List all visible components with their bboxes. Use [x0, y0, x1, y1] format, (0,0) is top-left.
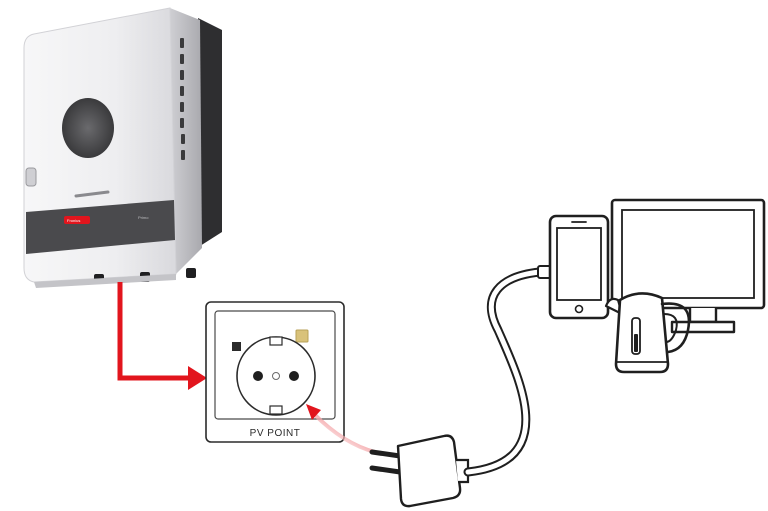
- charger-plug: [369, 434, 470, 508]
- socket-status-indicator-right: [295, 329, 309, 343]
- socket-ground-clip-bottom: [269, 405, 283, 415]
- smartphone-icon: [548, 214, 610, 320]
- inverter-model-text: Primo: [138, 215, 149, 220]
- inverter-fan-grille: [62, 98, 114, 158]
- charger-body: [396, 434, 462, 508]
- arrow-head-icon: [188, 366, 207, 390]
- plug-prong-bottom: [369, 465, 403, 475]
- inverter-brand-text: Fronius: [67, 218, 80, 223]
- socket-ground-clip-top: [269, 336, 283, 346]
- socket-label: PV POINT: [250, 428, 301, 439]
- socket-pin-hole-left: [253, 371, 263, 381]
- inverter-base-rim: [34, 274, 176, 288]
- plug-to-socket-arrow: [306, 404, 377, 454]
- inverter-to-socket-arrow: [117, 282, 207, 390]
- inverter: Fronius Primo: [23, 7, 222, 288]
- plug-arrow-head-icon: [306, 404, 321, 420]
- inverter-dc-switch: [25, 167, 37, 187]
- inverter-mounting-bracket: [198, 18, 222, 246]
- kettle-icon: [604, 292, 691, 374]
- plug-prong-top: [369, 449, 403, 459]
- inverter-vent-slots: [180, 38, 185, 160]
- monitor-icon: [610, 198, 766, 334]
- socket-pin-hole-right: [289, 371, 299, 381]
- inverter-side-panel: [170, 8, 202, 274]
- socket-center-screw: [272, 372, 280, 380]
- consumer-devices: [548, 198, 766, 374]
- inverter-cover-latch: [74, 190, 110, 198]
- inverter-brand-logo: Fronius: [64, 216, 90, 224]
- usb-cable: [463, 265, 553, 477]
- socket-status-indicator-left: [232, 342, 241, 351]
- inverter-display-band: [26, 200, 175, 254]
